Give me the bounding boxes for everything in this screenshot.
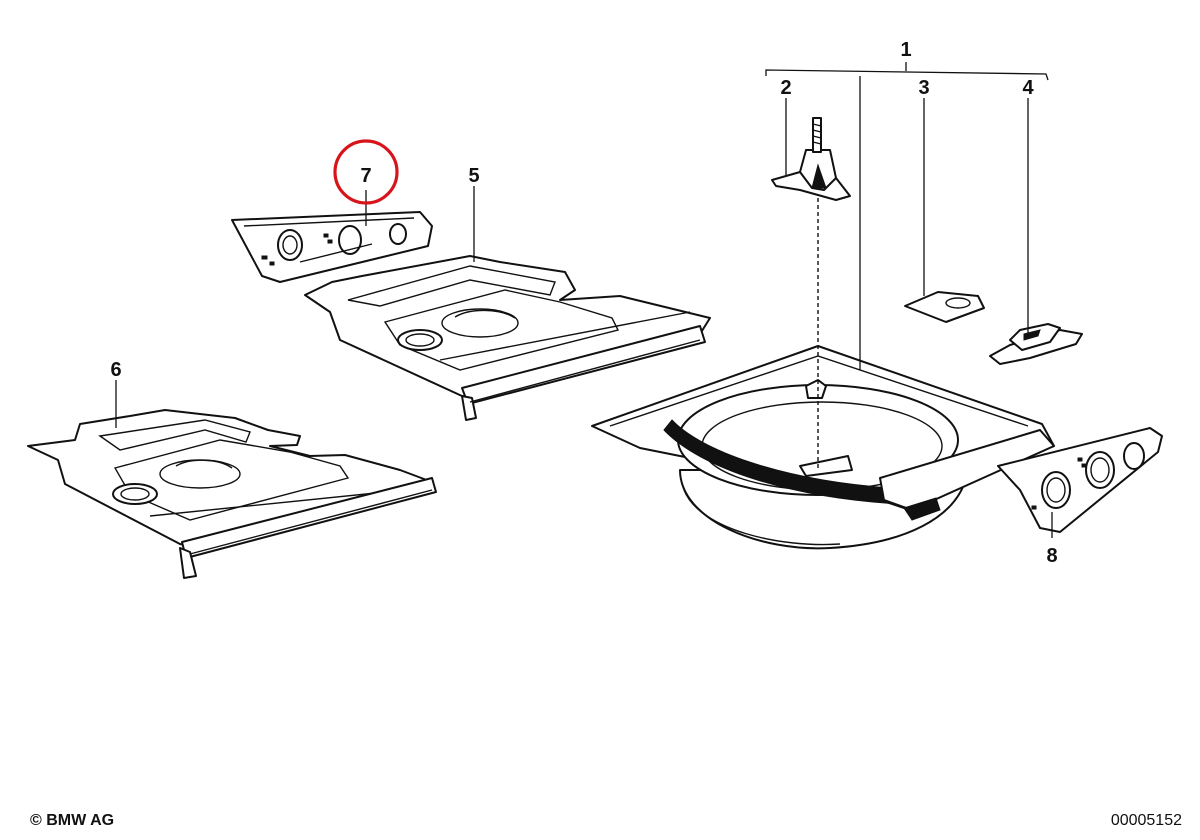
callout-1[interactable]: 1 bbox=[900, 39, 911, 61]
callout-4[interactable]: 4 bbox=[1022, 77, 1034, 99]
part-3-plate[interactable] bbox=[904, 291, 985, 323]
callout-6[interactable]: 6 bbox=[110, 359, 121, 381]
callout-3[interactable]: 3 bbox=[918, 77, 929, 99]
copyright-label: © BMW AG bbox=[30, 812, 115, 829]
leader-lines bbox=[115, 62, 1053, 538]
part-6-floor-pan[interactable] bbox=[27, 409, 437, 579]
callout-2[interactable]: 2 bbox=[780, 77, 791, 99]
part-7-side-panel[interactable] bbox=[231, 211, 433, 283]
part-4-clip-bracket[interactable] bbox=[989, 323, 1083, 365]
part-5-floor-pan[interactable] bbox=[304, 255, 711, 421]
part-1-spare-wheel-well[interactable] bbox=[591, 345, 1055, 550]
part-8-side-panel[interactable] bbox=[997, 427, 1163, 533]
part-2-mounting-bracket[interactable] bbox=[771, 117, 851, 201]
callout-5[interactable]: 5 bbox=[468, 165, 479, 187]
highlight-circle bbox=[333, 139, 399, 205]
callout-7[interactable]: 7 bbox=[360, 165, 371, 187]
callout-8[interactable]: 8 bbox=[1046, 545, 1057, 567]
diagram-id-label: 00005152 bbox=[1110, 812, 1182, 829]
